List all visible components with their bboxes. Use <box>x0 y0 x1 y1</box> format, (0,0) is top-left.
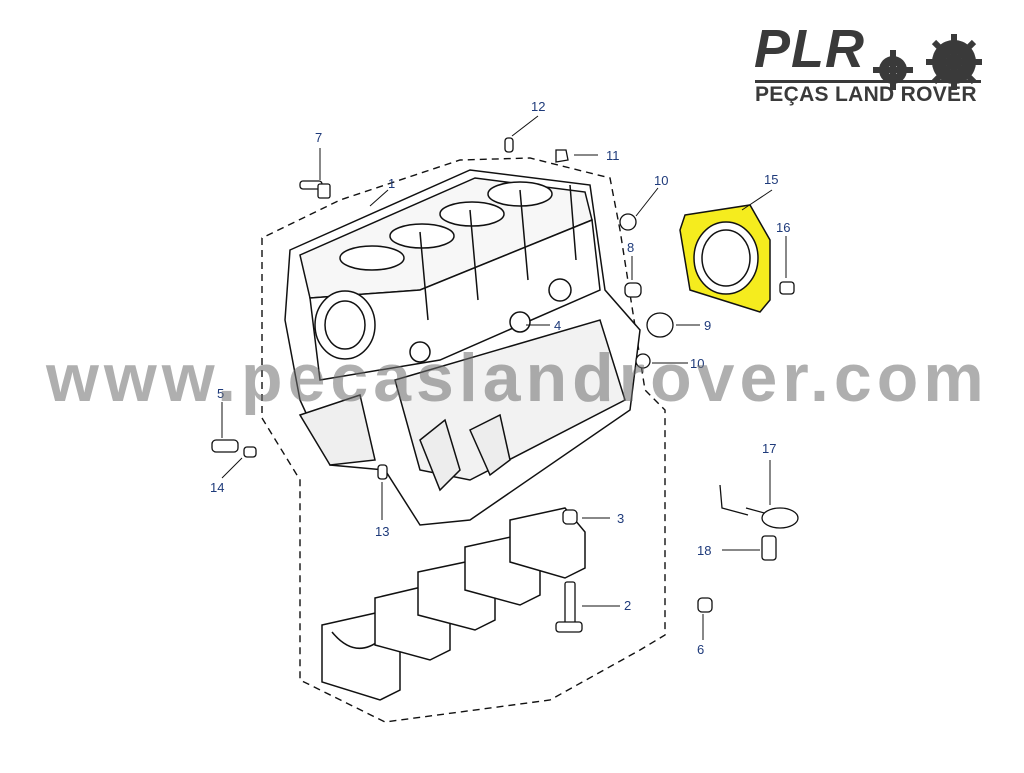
logo-divider <box>755 80 981 83</box>
bearing-caps <box>321 507 586 701</box>
brand-logo: PLR <box>754 19 865 79</box>
callout-9: 9 <box>704 318 711 333</box>
gears-icon <box>873 34 982 90</box>
callout-3: 3 <box>617 511 624 526</box>
callout-16: 16 <box>776 220 790 235</box>
callout-4: 4 <box>554 318 561 333</box>
callout-17: 17 <box>762 441 776 456</box>
engine-block <box>284 169 641 526</box>
small-parts <box>211 137 799 633</box>
callout-labels: 1 2 3 4 5 6 7 8 9 10 10 11 12 13 14 15 1… <box>210 99 790 657</box>
callout-10-lower: 10 <box>690 356 704 371</box>
callout-14: 14 <box>210 480 224 495</box>
callout-10-upper: 10 <box>654 173 668 188</box>
leader-lines <box>221 115 787 640</box>
brand-tagline: PEÇAS LAND ROVER <box>755 83 977 106</box>
callout-11: 11 <box>606 148 620 163</box>
assembly-boundary <box>261 157 666 723</box>
callout-15: 15 <box>764 172 778 187</box>
callout-18: 18 <box>697 543 711 558</box>
callout-8: 8 <box>627 240 634 255</box>
callout-6: 6 <box>697 642 704 657</box>
callout-1: 1 <box>388 176 395 191</box>
callout-12: 12 <box>531 99 545 114</box>
watermark: www.pecaslandrover.com <box>46 340 989 416</box>
callout-5: 5 <box>217 386 224 401</box>
callout-7: 7 <box>315 130 322 145</box>
rear-oil-seal <box>679 204 771 313</box>
callout-13: 13 <box>375 524 389 539</box>
callout-2: 2 <box>624 598 631 613</box>
